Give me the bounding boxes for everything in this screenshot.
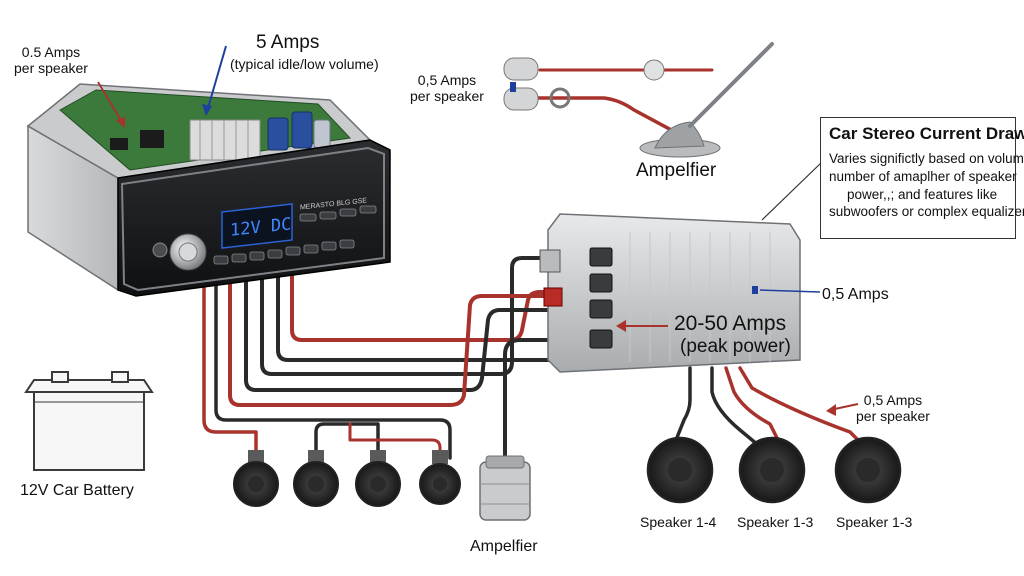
wire-black-5: [314, 422, 380, 460]
amplifier-unit: [539, 213, 801, 373]
label-speaker-3: Speaker 1-3: [836, 514, 913, 530]
info-box-title: Car Stereo Current Draw:: [829, 124, 1024, 143]
stereo-heatsink: [189, 119, 261, 161]
wire-black-3: [244, 270, 562, 392]
label-speaker-1: Speaker 1-4: [640, 514, 717, 530]
info-line-1: Varies significtly based on volume,: [829, 151, 1024, 166]
small-speaker-2: [293, 450, 339, 507]
wire-black-2: [260, 256, 562, 376]
antenna: [639, 42, 774, 158]
car-stereo-head-unit: 12V DC MERASTO BLG GSE: [26, 83, 391, 297]
info-box: Car Stereo Current Draw: Varies signific…: [820, 117, 1024, 239]
annotation-arrows: [97, 45, 859, 416]
small-speaker-3: [355, 450, 401, 507]
wire-red-3: [202, 278, 258, 460]
amp-top-connector: [539, 249, 561, 273]
amp-terminals: [589, 247, 613, 349]
car-battery: [24, 371, 154, 471]
wire-black-8: [710, 366, 760, 447]
stereo-buttons: [213, 205, 377, 265]
speaker-right-2: [738, 436, 806, 504]
arrow-left-current: [97, 81, 123, 123]
info-line-2: number of amaplher of speaker: [829, 168, 1017, 184]
wire-black-1: [276, 270, 562, 362]
wire-black-6: [503, 338, 550, 464]
wire-red-5: [724, 366, 780, 442]
label-right-current: 0,5 Amps per speaker: [856, 392, 930, 425]
wire-red-1: [290, 268, 562, 342]
small-speaker-4: [419, 450, 461, 505]
label-amp-side-current: 0,5 Amps: [822, 286, 889, 303]
arrow-main-current: [207, 45, 227, 109]
stereo-display: [221, 203, 293, 249]
wire-red-6: [738, 366, 860, 442]
wire-red-2: [228, 270, 562, 407]
label-amp-top: Ampelfier: [636, 160, 717, 181]
label-amp-bottom: Ampelfier: [470, 538, 538, 555]
wire-black-7: [674, 366, 692, 442]
speaker-right-3: [834, 436, 902, 504]
speaker-right-1: [646, 436, 714, 504]
label-main-current: 5 Amps: [256, 32, 320, 53]
label-battery: 12V Car Battery: [20, 482, 134, 499]
wire-red-top-2: [533, 96, 692, 142]
info-line-4: subwoofers or complex equalizers: [829, 204, 1024, 220]
label-peak-current: 20-50 Amps: [674, 312, 787, 335]
wire-red-4: [348, 422, 442, 460]
large-speakers: [646, 436, 902, 504]
rca-connectors: [503, 57, 571, 111]
arrow-side-current: [759, 289, 821, 293]
label-main-current-note: (typical idle/low volume): [230, 56, 379, 72]
small-speakers: [233, 450, 461, 507]
label-top-current: 0,5 Amps per speaker: [410, 72, 484, 105]
wire-black-4: [214, 270, 452, 460]
label-left-current: 0.5 Amps per speaker: [14, 44, 88, 77]
amp-red-connector: [543, 287, 563, 307]
small-speaker-1: [233, 450, 279, 507]
lower-amplifier: [479, 455, 531, 521]
arrow-info-box: [761, 161, 823, 221]
info-line-3: power,,; and features like: [847, 186, 998, 202]
label-speaker-2: Speaker 1-3: [737, 514, 814, 530]
label-peak-note: (peak power): [680, 336, 791, 357]
wires: [202, 68, 860, 464]
